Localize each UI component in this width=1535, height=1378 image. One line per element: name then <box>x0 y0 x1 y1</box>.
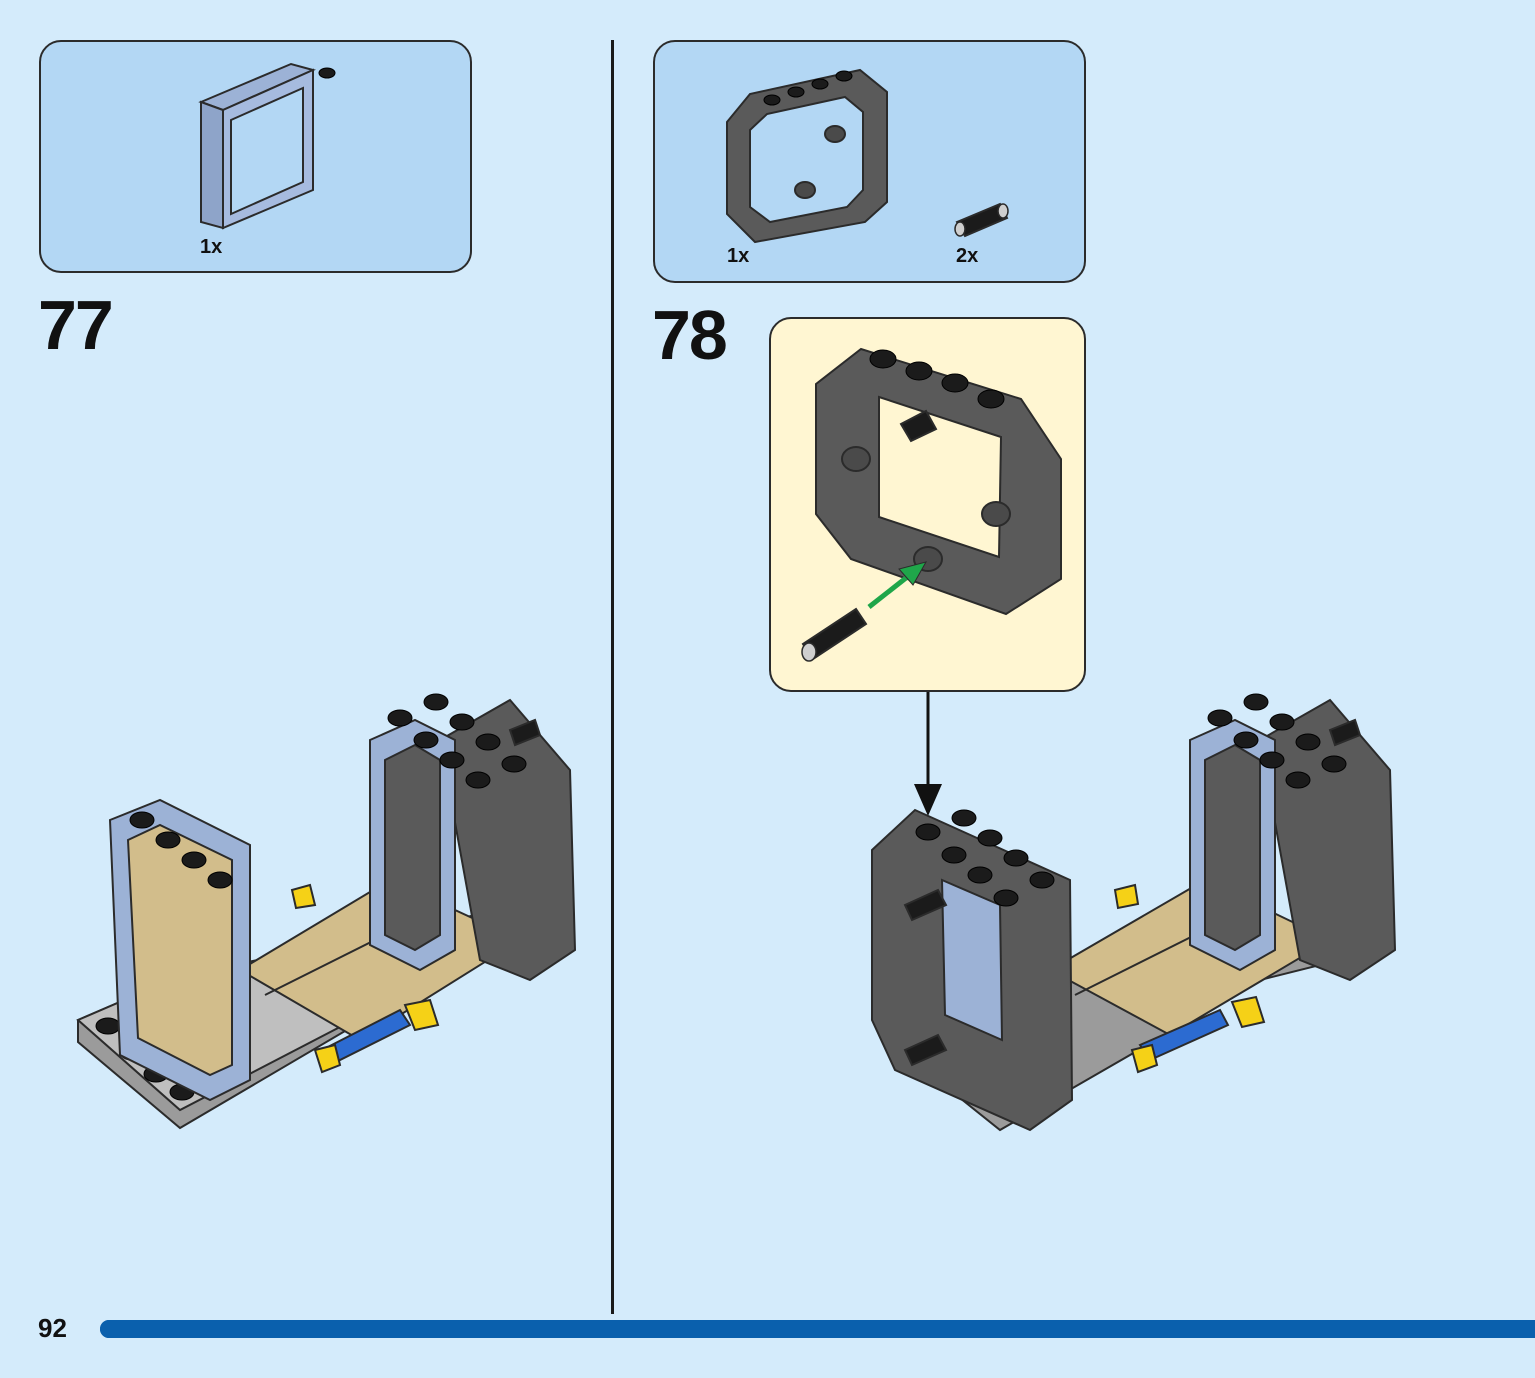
page-number: 92 <box>38 1313 67 1343</box>
parts-box-step-78: 1x 2x <box>653 40 1086 283</box>
sub-assembly-illustration <box>801 347 1062 662</box>
octagonal-frame-icon <box>726 68 888 244</box>
page-divider <box>611 40 614 1314</box>
step-number: 78 <box>652 296 728 374</box>
technic-pin-icon <box>954 202 1009 238</box>
assembly-illustration-step-78 <box>871 693 1397 1132</box>
part-qty: 1x <box>200 236 223 258</box>
parts-box-step-77: 1x <box>39 40 472 273</box>
part-qty: 1x <box>727 245 750 267</box>
callout-sub-assembly <box>769 317 1086 692</box>
part-qty: 2x <box>956 245 979 267</box>
step-number: 77 <box>38 286 114 364</box>
window-frame-icon <box>198 62 336 230</box>
placement-arrow <box>914 692 942 816</box>
assembly-illustration-step-77 <box>76 693 577 1130</box>
progress-bar-fill <box>100 1320 1535 1338</box>
progress-bar <box>100 1320 1535 1338</box>
